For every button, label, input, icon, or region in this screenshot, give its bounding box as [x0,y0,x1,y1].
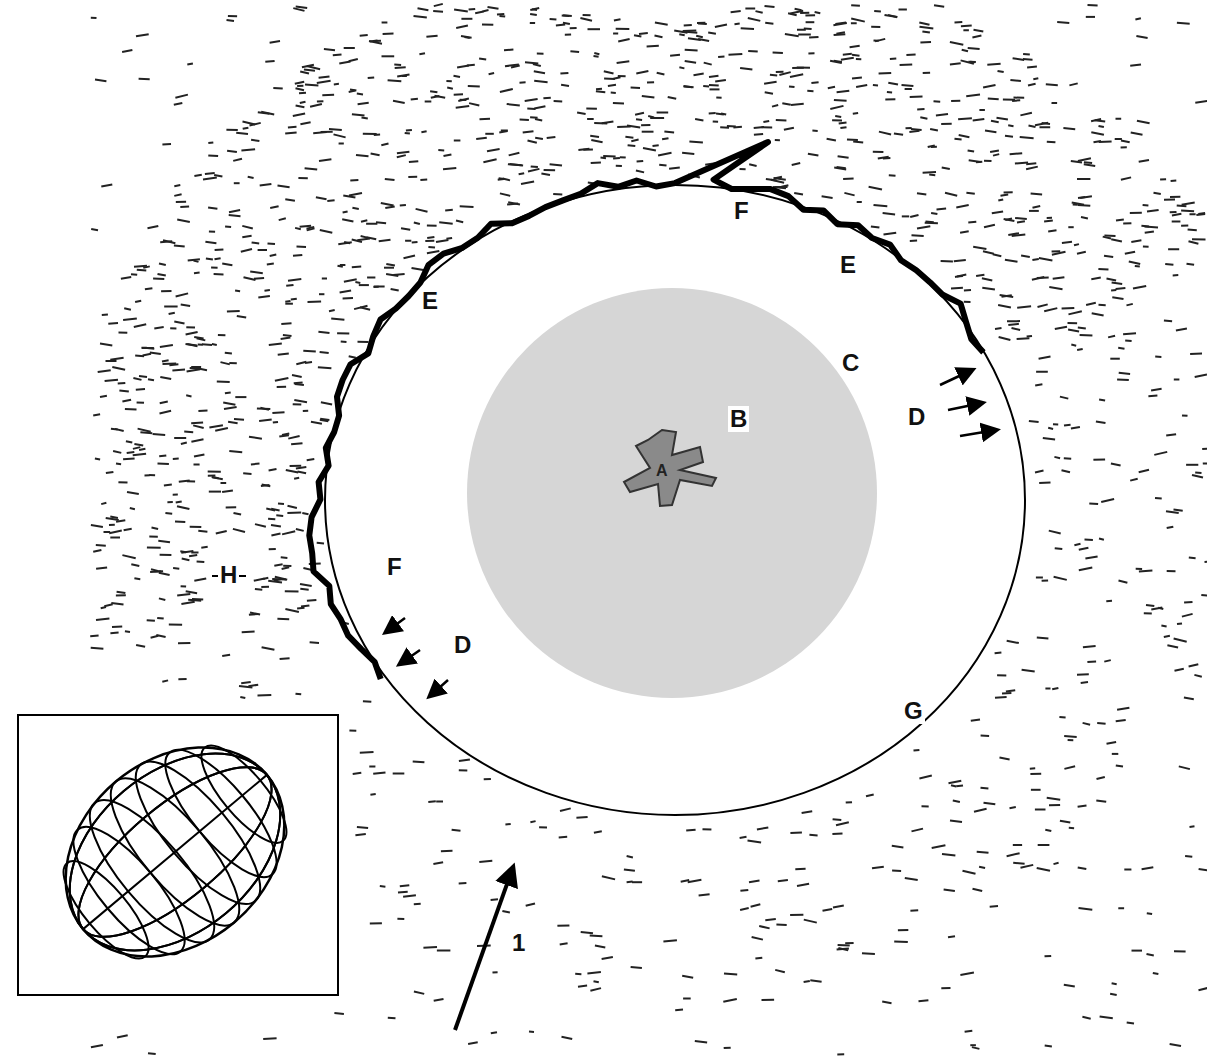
callout-letter: F [385,554,404,580]
callout-letter: 1 [510,930,527,956]
star-nucleus [624,430,716,506]
callout-letter: D [906,404,927,430]
inset-ellipsoid [18,704,338,999]
callout-letter: D [452,632,473,658]
callout-letter: A [654,462,670,480]
flow-arrows [386,370,996,1030]
boundary-layer [309,142,983,679]
callout-letter: H [218,562,239,588]
cell-outline [325,185,1025,815]
nucleus-zone [467,288,877,698]
callout-letter: E [838,252,858,278]
particle-field [90,4,1207,1055]
callout-letter: B [728,406,749,432]
callout-letter: C [840,350,861,376]
callout-letter: E [420,288,440,314]
callout-letter: G [902,698,925,724]
callout-letter: F [732,198,751,224]
